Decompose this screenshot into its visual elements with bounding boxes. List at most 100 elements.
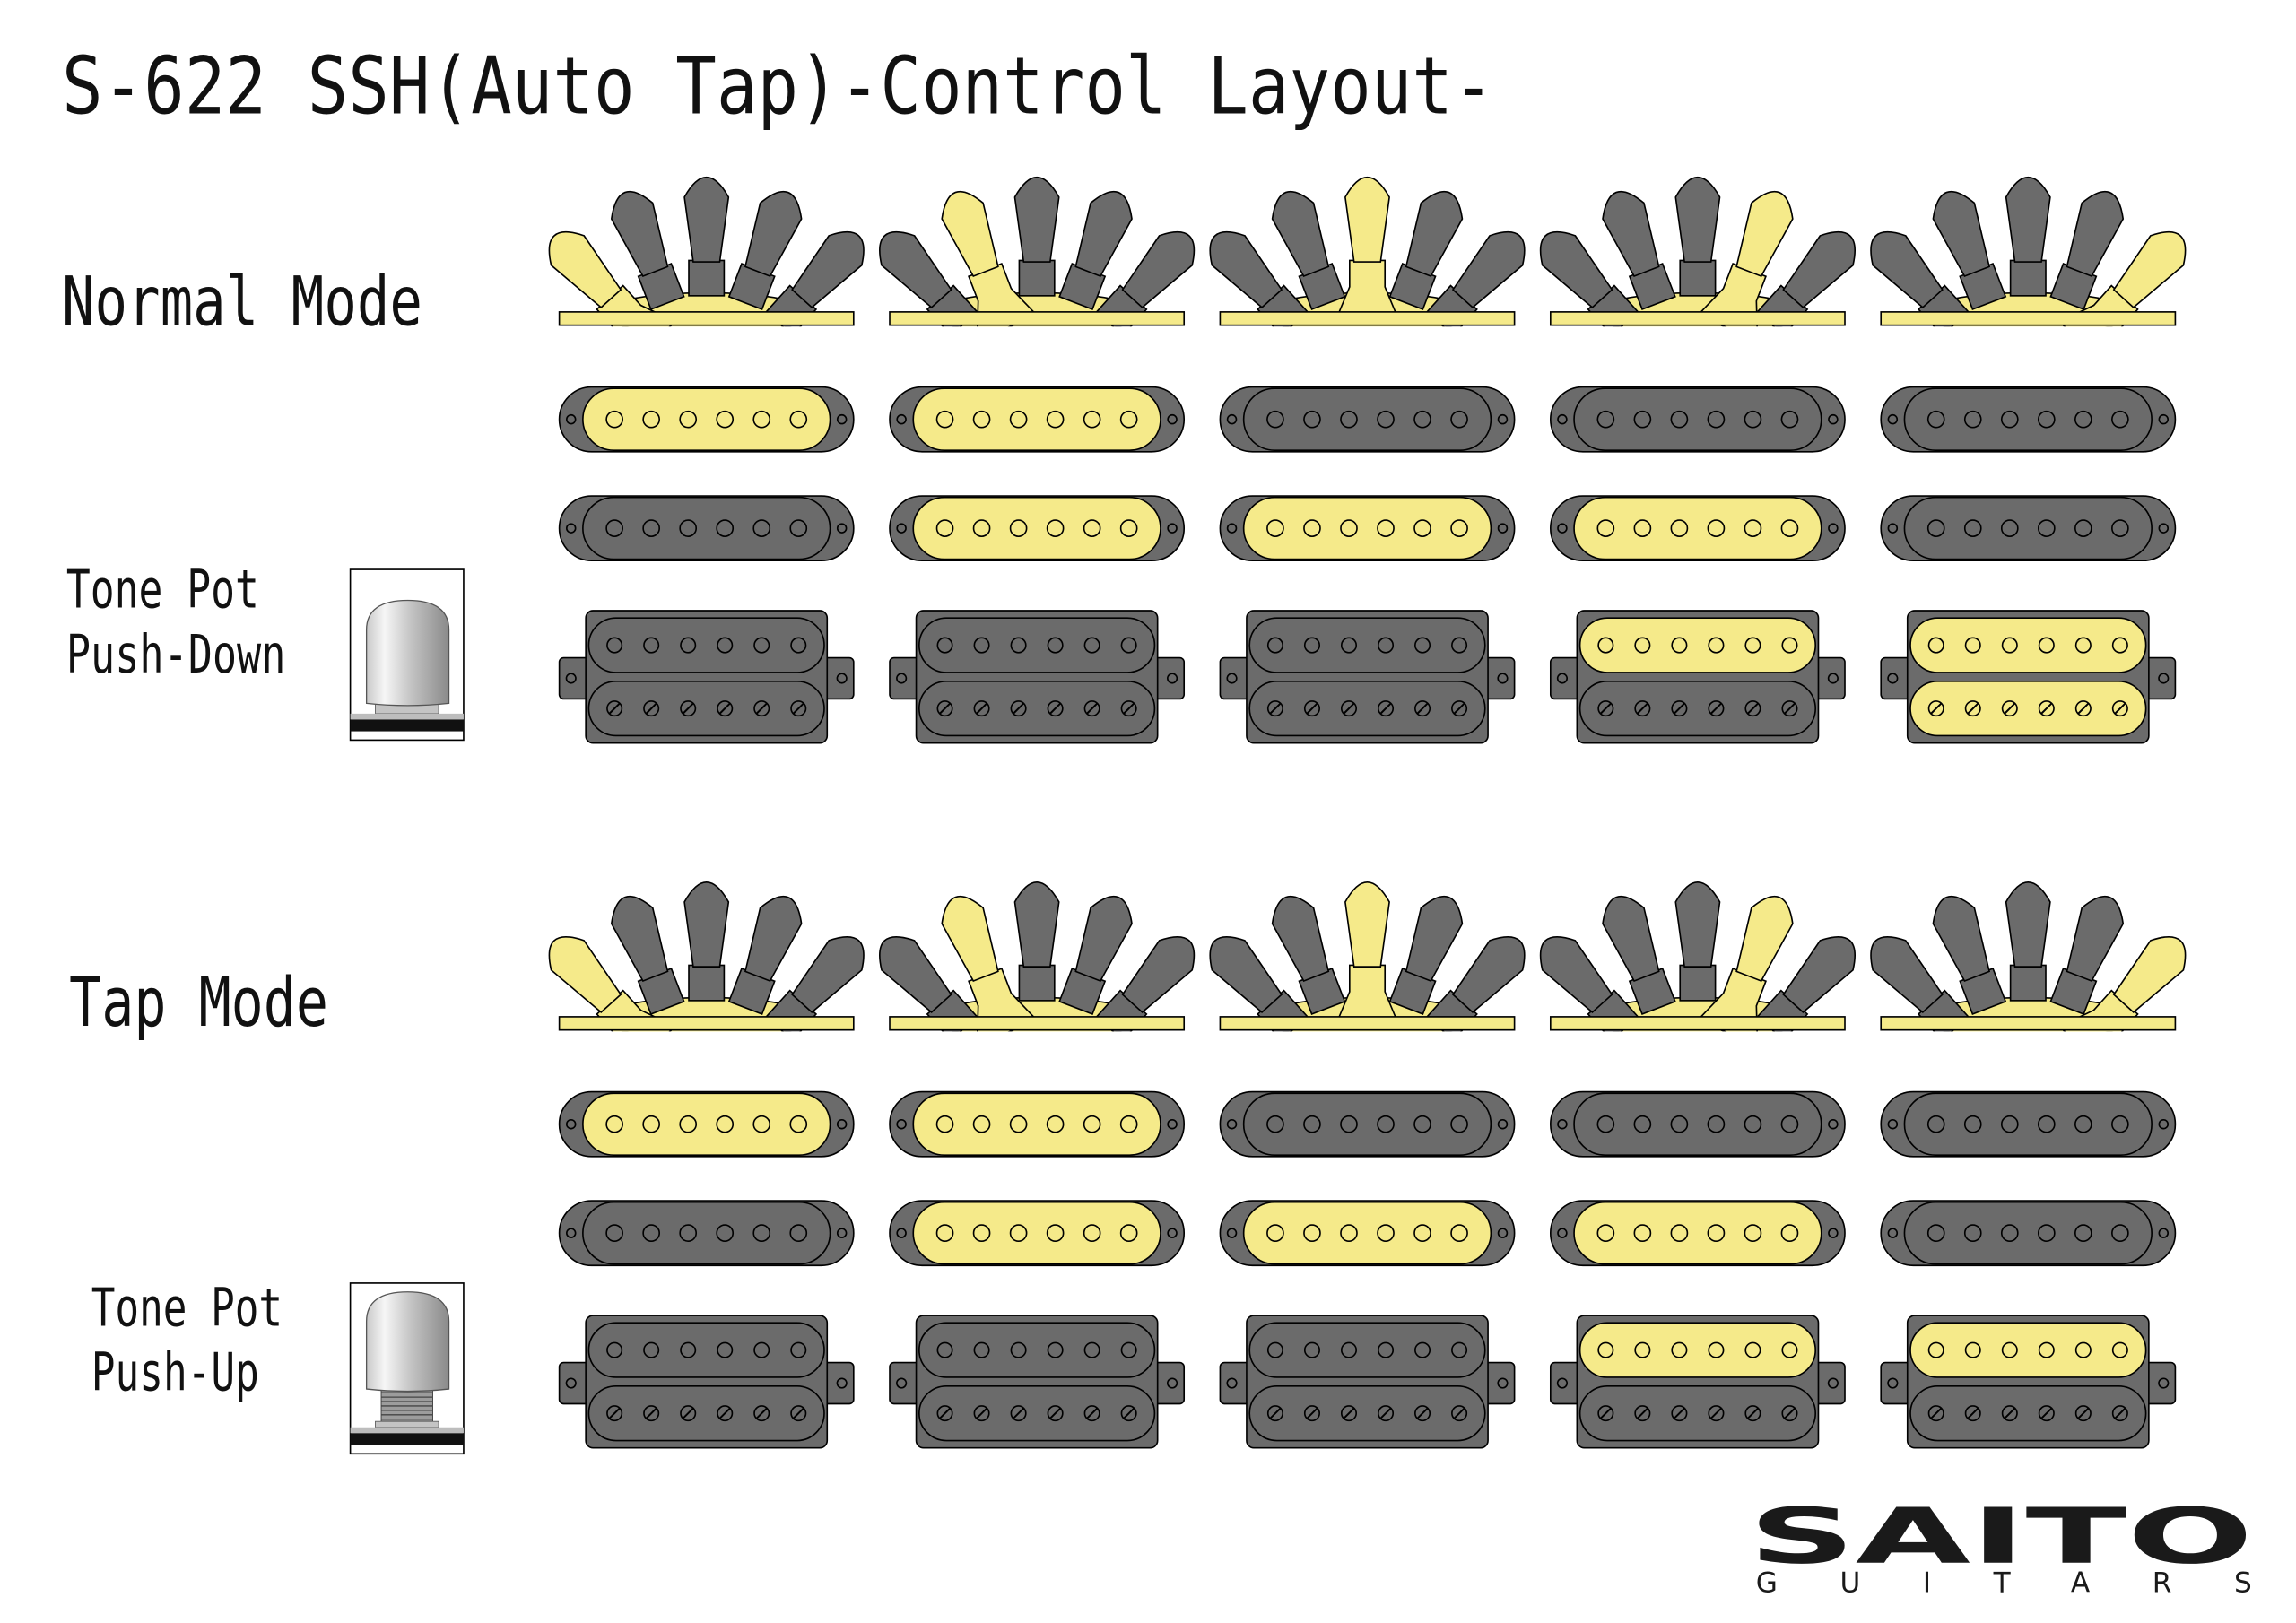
- pole-piece: [1119, 519, 1138, 537]
- normal-mode-diagrams: [548, 176, 2187, 744]
- adjustable-pole-screw: [2038, 1405, 2055, 1422]
- adjustable-pole-screw: [1964, 700, 1981, 717]
- pole-piece: [643, 637, 660, 654]
- mounting-screw-hole: [1226, 523, 1238, 534]
- adjustable-pole-screw: [1597, 700, 1614, 717]
- switch-lever: [1674, 881, 1721, 1002]
- pole-piece: [605, 1115, 623, 1133]
- pole-piece: [1780, 1224, 1799, 1242]
- pole-piece: [1670, 410, 1689, 429]
- switch-lever-tip: [2066, 190, 2125, 277]
- pole-piece: [1926, 1115, 1945, 1133]
- tone-pot-knob: [365, 599, 450, 707]
- pole-piece: [1451, 1341, 1468, 1358]
- switch-lever-tip: [1344, 881, 1390, 968]
- humbucker-top-coil: [918, 617, 1156, 673]
- humbucker-top-coil: [1578, 617, 1817, 673]
- pole-screw-slot: [755, 1407, 768, 1419]
- pole-piece: [1303, 1341, 1320, 1358]
- pickup-selector-switch: [879, 881, 1196, 1032]
- pole-piece: [2038, 637, 2055, 654]
- pickup-cover: [1903, 387, 2152, 451]
- pole-piece: [1927, 637, 1944, 654]
- adjustable-pole-screw: [1451, 700, 1468, 717]
- middle-single-coil-pickup: [1219, 495, 1516, 562]
- switch-lever-tip: [2112, 936, 2187, 1013]
- pole-piece: [1634, 1341, 1651, 1358]
- pole-screw-slot: [1784, 702, 1796, 715]
- switch-lever: [1058, 190, 1133, 311]
- pole-piece: [973, 1341, 990, 1358]
- pole-screw-slot: [1747, 702, 1759, 715]
- switch-lever-tip: [2005, 176, 2051, 263]
- pole-piece: [1596, 1115, 1615, 1133]
- pole-piece: [1707, 1224, 1726, 1242]
- normal-tone-pot-label: Tone Pot: [66, 559, 259, 621]
- mounting-screw-hole: [836, 1228, 848, 1238]
- pole-piece: [1303, 637, 1320, 654]
- pole-piece: [789, 519, 808, 537]
- pole-screw-slot: [682, 702, 694, 715]
- mounting-screw-hole: [1167, 413, 1178, 425]
- adjustable-pole-screw: [790, 700, 807, 717]
- pole-screw-slot: [1673, 1407, 1685, 1419]
- pole-piece: [1780, 1115, 1799, 1133]
- pole-piece: [1413, 410, 1431, 429]
- switch-lever-tip: [1209, 231, 1283, 308]
- switch-lever-stem: [2009, 259, 2047, 297]
- adjustable-pole-screw: [1634, 1405, 1651, 1422]
- switch-lever: [2005, 176, 2051, 297]
- pole-screw-slot: [1049, 1407, 1062, 1419]
- pickup-selector-switch: [548, 176, 865, 327]
- pole-screw-slot: [1453, 702, 1465, 715]
- neck-single-coil-pickup: [558, 1090, 855, 1158]
- mounting-screw-hole: [1497, 673, 1509, 684]
- pole-screw-slot: [1049, 702, 1062, 715]
- pole-piece: [642, 1224, 661, 1242]
- pole-piece: [1303, 1115, 1321, 1133]
- pole-piece: [752, 1115, 771, 1133]
- pole-screw-slot: [608, 702, 621, 715]
- pole-screw-slot: [1306, 1407, 1318, 1419]
- adjustable-pole-screw: [790, 1405, 807, 1422]
- switch-base-plate: [1549, 311, 1846, 326]
- pole-piece: [1377, 1224, 1395, 1242]
- pole-piece: [1266, 1115, 1284, 1133]
- switch-lever-stem: [2009, 964, 2047, 1002]
- middle-single-coil-pickup: [889, 495, 1186, 562]
- pole-piece: [1927, 1341, 1944, 1358]
- adjustable-pole-screw: [936, 1405, 953, 1422]
- pickup-cover: [1573, 1201, 1822, 1265]
- pole-screw-slot: [1930, 702, 1943, 715]
- pole-piece: [1083, 410, 1101, 429]
- pole-piece: [1083, 1115, 1101, 1133]
- pole-piece: [1119, 1115, 1138, 1133]
- adjustable-pole-screw: [1744, 700, 1761, 717]
- mounting-screw-hole: [1497, 1377, 1509, 1389]
- switch-lever: [610, 190, 685, 311]
- adjustable-pole-screw: [1377, 700, 1395, 717]
- adjustable-pole-screw: [1964, 1405, 1981, 1422]
- mounting-screw-hole: [836, 1118, 848, 1130]
- mounting-screw-hole: [1226, 413, 1238, 425]
- pickup-cover: [912, 496, 1161, 560]
- switch-lever-tip: [2112, 231, 2187, 308]
- adjustable-pole-screw: [1120, 700, 1137, 717]
- pole-piece: [1596, 410, 1615, 429]
- adjustable-pole-screw: [1708, 1405, 1725, 1422]
- humbucker-top-coil: [1909, 617, 2147, 673]
- pole-piece: [1926, 519, 1945, 537]
- pole-piece: [1963, 1224, 1982, 1242]
- pole-screw-slot: [1269, 1407, 1282, 1419]
- pole-piece: [1634, 637, 1651, 654]
- normal-mode-label: Normal Mode: [62, 263, 422, 342]
- bridge-humbucker: [1549, 1315, 1846, 1449]
- pole-piece: [1633, 1224, 1652, 1242]
- pole-piece: [1744, 410, 1762, 429]
- switch-position-4: [1539, 176, 1857, 744]
- pickup-selector-switch: [1539, 881, 1857, 1032]
- pole-piece: [752, 1224, 771, 1242]
- neck-single-coil-pickup: [1549, 1090, 1846, 1158]
- mounting-screw-hole: [896, 673, 908, 684]
- selected-switch-lever: [1334, 881, 1401, 1028]
